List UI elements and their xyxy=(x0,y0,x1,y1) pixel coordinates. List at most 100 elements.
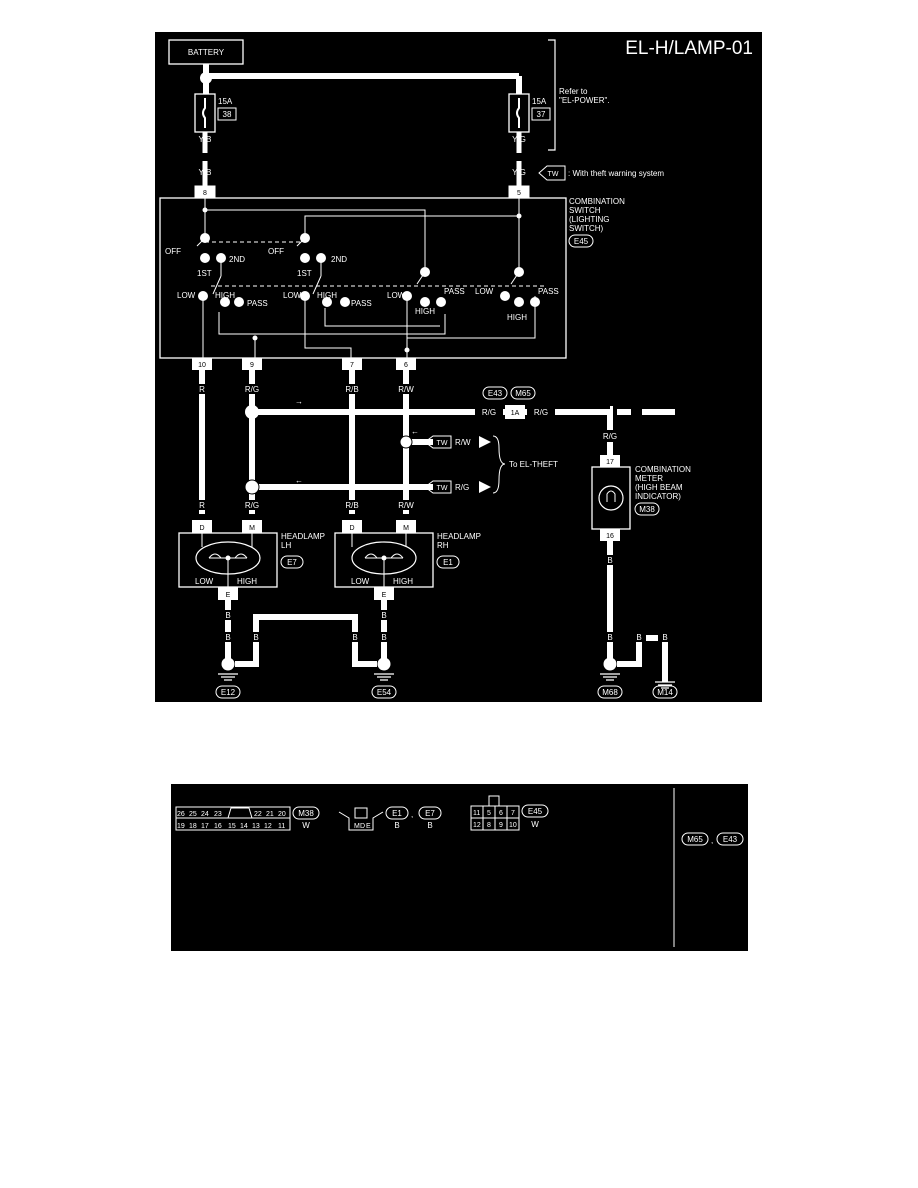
wire-label-bg-1 xyxy=(191,384,213,394)
joint-tag-e43 xyxy=(482,386,508,400)
splice-rg-top xyxy=(245,405,259,419)
ground-tag-m68 xyxy=(597,685,623,699)
m38-tag xyxy=(292,806,320,820)
wire-yg-label-top: Y/G xyxy=(512,135,526,144)
e45-tag xyxy=(521,804,549,818)
m38-pin-22: 22 xyxy=(254,811,262,818)
e1-e7-pin-d: D xyxy=(360,823,365,830)
joint-wire-right: R/G xyxy=(534,408,548,417)
wire-yb-gap xyxy=(197,153,213,161)
headlamp-lh-filaments xyxy=(201,533,253,587)
meter-name-2: METER xyxy=(635,474,663,483)
meter-connector-tag xyxy=(634,502,660,516)
rh-pin-e: E xyxy=(382,592,387,599)
ground-wire-b-4: B xyxy=(352,633,357,642)
m38-pin-21: 21 xyxy=(266,811,274,818)
ground-wire-labels xyxy=(221,610,672,642)
e1-color: B xyxy=(394,821,399,830)
splice-rw xyxy=(399,435,413,449)
meter-wire-label-bg xyxy=(598,430,622,442)
meter-name-4: INDICATOR) xyxy=(635,492,681,501)
e1-e7-connector-face xyxy=(338,807,384,831)
e1-e7-pin-e: E xyxy=(366,823,371,830)
ground-wire-b-2: B xyxy=(225,633,230,642)
ground-wire-b-3: B xyxy=(253,633,258,642)
lh-high: HIGH xyxy=(237,577,257,586)
m65-e43-sep: , xyxy=(711,836,713,845)
rh-m-label-bg xyxy=(393,500,419,510)
theft-tw-top-text: TW xyxy=(437,440,448,447)
meter-wire-top: R/G xyxy=(603,432,617,441)
fuse-37-number-box xyxy=(531,107,551,121)
headlamp-rh-filaments xyxy=(351,533,407,587)
meter-lamp-icon xyxy=(598,485,624,511)
m38-pin-16: 16 xyxy=(214,823,222,830)
switch-contacts xyxy=(198,207,540,353)
m38-pin-11: 11 xyxy=(278,823,285,830)
e43-id: E43 xyxy=(723,835,738,844)
switch-high-4: HIGH xyxy=(507,313,527,322)
rh-connector: E1 xyxy=(443,558,453,567)
switch-name-2: SWITCH xyxy=(569,206,601,215)
e45-pin-6: 6 xyxy=(499,810,503,817)
joint-pin-box xyxy=(505,405,525,419)
battery-label: BATTERY xyxy=(188,48,225,57)
rh-wire-m: R/W xyxy=(398,501,414,510)
fuse-37-number: 37 xyxy=(537,110,546,119)
rh-name-1: HEADLAMP xyxy=(437,532,481,541)
ground-wire-b-9: B xyxy=(662,633,667,642)
wire-label-rw: R/W xyxy=(398,385,414,394)
lh-pin-d: D xyxy=(199,525,204,532)
diagram-code: EL-H/LAMP-01 xyxy=(625,38,753,59)
e45-pin-12: 12 xyxy=(473,822,481,829)
theft-brace xyxy=(492,435,506,494)
switch-pass-1: PASS xyxy=(247,299,268,308)
e1-id: E1 xyxy=(392,809,402,818)
joint-connector-e43: E43 xyxy=(488,389,503,398)
rh-pin-d: D xyxy=(349,525,354,532)
switch-low-2: LOW xyxy=(283,291,302,300)
e1-tag xyxy=(385,806,409,820)
meter-name-1: COMBINATION xyxy=(635,465,691,474)
rh-name-2: RH xyxy=(437,541,449,550)
m38-id: M38 xyxy=(298,809,314,818)
theft-tw-bottom-text: TW xyxy=(437,485,448,492)
meter-pin-16-box xyxy=(600,529,620,541)
ground-e54: E54 xyxy=(377,688,392,697)
flow-arrow-right: → xyxy=(295,397,303,406)
e45-connector-face xyxy=(470,795,520,831)
joint-wire-left: R/G xyxy=(482,408,496,417)
lh-wire-m: R/G xyxy=(245,501,259,510)
lh-name-1: HEADLAMP xyxy=(281,532,325,541)
flow-arrow-theft: ← xyxy=(411,427,419,436)
switch-name-4: SWITCH) xyxy=(569,224,604,233)
meter-name-3: (HIGH BEAM xyxy=(635,483,683,492)
m38-color: W xyxy=(302,821,310,830)
switch-2nd-1: 2ND xyxy=(229,255,245,264)
lh-name-2: LH xyxy=(281,541,291,550)
switch-ganging-lines xyxy=(205,241,545,287)
ground-m68: M68 xyxy=(602,688,618,697)
rh-pin-m: M xyxy=(403,525,409,532)
switch-name-1: COMBINATION xyxy=(569,197,625,206)
theft-tw-bottom xyxy=(424,480,491,494)
wire-label-rb: R/B xyxy=(345,385,358,394)
e1-e7-sep: , xyxy=(411,810,413,819)
switch-low-1: LOW xyxy=(177,291,196,300)
e45-pin-11: 11 xyxy=(473,810,480,817)
switch-high-1: HIGH xyxy=(215,291,235,300)
ground-wire-b-5: B xyxy=(381,611,386,620)
m38-pin-26: 26 xyxy=(177,811,185,818)
lh-pin-m: M xyxy=(249,525,255,532)
m38-pin-13: 13 xyxy=(252,823,260,830)
joint-tag-m65 xyxy=(510,386,536,400)
switch-1st-1: 1ST xyxy=(197,269,212,278)
ground-tag-e12 xyxy=(215,685,241,699)
switch-pin-10: 10 xyxy=(198,362,206,369)
switch-pin-9: 9 xyxy=(250,362,254,369)
fuse-38-number-box xyxy=(217,107,237,121)
switch-off-1: OFF xyxy=(165,247,181,256)
rh-high: HIGH xyxy=(393,577,413,586)
switch-pin-8-label: 8 xyxy=(203,190,207,197)
e45-pin-5: 5 xyxy=(487,810,491,817)
